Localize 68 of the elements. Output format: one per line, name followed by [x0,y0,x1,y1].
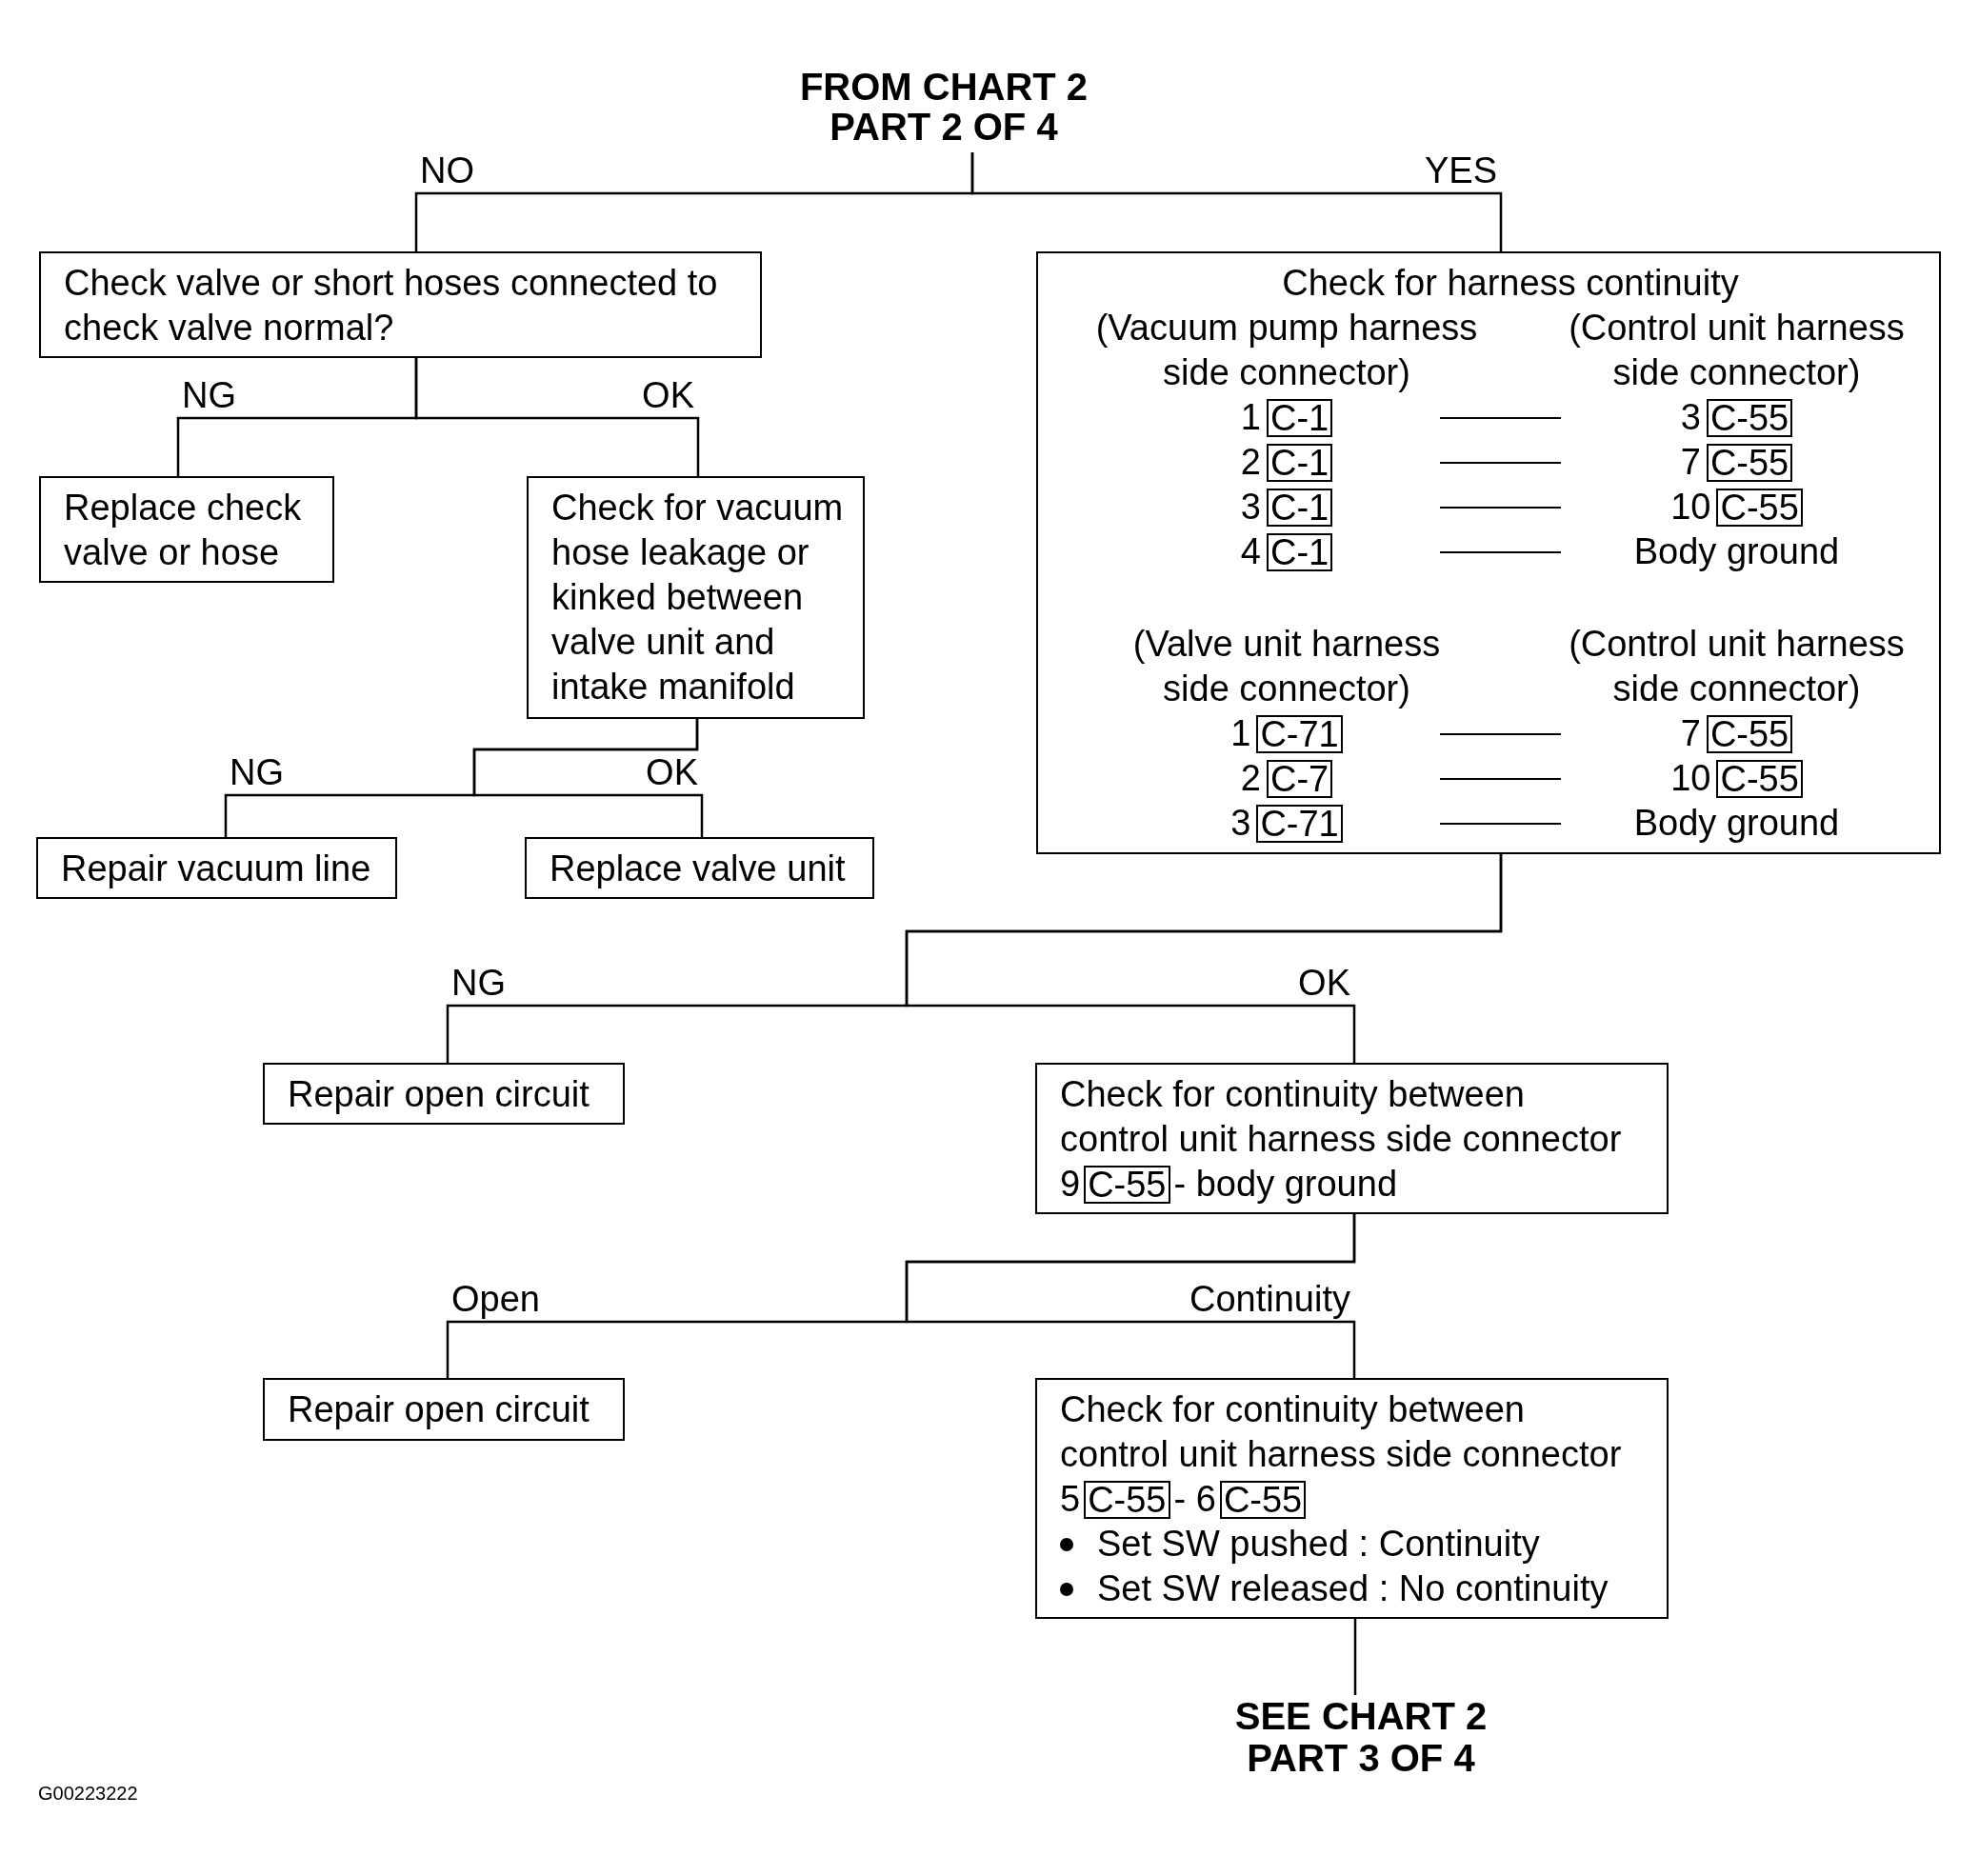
column-heading: (Vacuum pump harness side connector) [1094,307,1479,394]
connector-line [1353,1617,1357,1695]
connector-line [905,1214,1356,1378]
box-text: Check for continuity between control unit harness side connector [1060,1388,1623,1476]
box-text: Replace valve unit [550,848,846,890]
chart-reference-text: SEE CHART 2 PART 3 OF 4 [1209,1695,1513,1781]
pin-number: 7 [1680,712,1701,755]
pin-number: 10 [1670,486,1711,529]
process-box [39,476,334,583]
pin-number: 3 [1680,396,1701,439]
connector-code-box: C-55 [1084,1165,1170,1204]
terminal-label: Body ground [1633,802,1840,845]
connector-line [414,358,700,476]
box-text: Repair vacuum line [61,848,371,890]
process-box [39,251,762,358]
pin-number: 2 [1240,757,1261,800]
connector-line [970,152,1503,251]
connector-code-box: C-55 [1706,443,1793,482]
process-box [1035,1063,1669,1214]
box-text: Repair open circuit [288,1073,590,1116]
connector-code-box: C-1 [1266,532,1333,571]
figure-code: G00223222 [38,1783,138,1804]
connector-code-box: C-55 [1706,398,1793,437]
process-box [1035,1378,1669,1619]
step-text: - body ground [1173,1163,1397,1206]
pin-number: 4 [1240,530,1261,573]
connector-code-box: C-71 [1256,804,1343,843]
pin-number: 3 [1230,802,1251,845]
box-text: Check for continuity between control unit harness side connector [1060,1073,1623,1161]
connector-line [472,719,704,837]
connector-line [905,854,1503,1063]
terminal-label: Body ground [1633,530,1840,573]
pin-number: 7 [1680,441,1701,484]
box-text: Repair open circuit [288,1388,590,1431]
pin-number: 10 [1670,757,1711,800]
column-heading: (Valve unit harness side connector) [1131,623,1442,710]
connector-code-box: C-71 [1256,714,1343,753]
connector-code-box: C-55 [1219,1480,1307,1519]
bullet-text: Set SW pushed : Continuity [1097,1523,1540,1566]
column-heading: (Control unit harness side connector) [1568,307,1906,394]
process-box [36,837,397,899]
connector-code-box: C-1 [1266,443,1333,482]
process-box [525,837,874,899]
connector-code-box: C-55 [1084,1480,1170,1519]
pin-number: 5 [1060,1478,1081,1521]
connector-code-box: C-55 [1716,488,1803,527]
pin-number: 2 [1240,441,1261,484]
process-box [1036,251,1941,854]
connector-code-box: C-55 [1706,714,1793,753]
box-text: Check for vacuum hose leakage or kinked between valve unit and intake manifold [551,487,845,708]
pin-number: 3 [1240,486,1261,529]
process-box [263,1378,625,1441]
connector-code-box: C-55 [1716,759,1803,798]
bullet-text: Set SW released : No continuity [1097,1567,1609,1610]
connector-code-box: C-1 [1266,488,1333,527]
process-box [263,1063,625,1125]
connector-code-box: C-1 [1266,398,1333,437]
box-heading: Check for harness continuity [1282,262,1739,305]
column-heading: (Control unit harness side connector) [1568,623,1906,710]
pin-number: 1 [1240,396,1261,439]
chart-reference-text: FROM CHART 2 PART 2 OF 4 [782,67,1106,152]
process-box [527,476,865,719]
step-text: - 6 [1173,1478,1216,1521]
connector-code-box: C-7 [1266,759,1333,798]
box-text: Check valve or short hoses connected to check valve normal? [64,262,719,349]
pin-number: 1 [1230,712,1251,755]
pin-number: 9 [1060,1163,1081,1206]
box-text: Replace check valve or hose [64,487,303,574]
